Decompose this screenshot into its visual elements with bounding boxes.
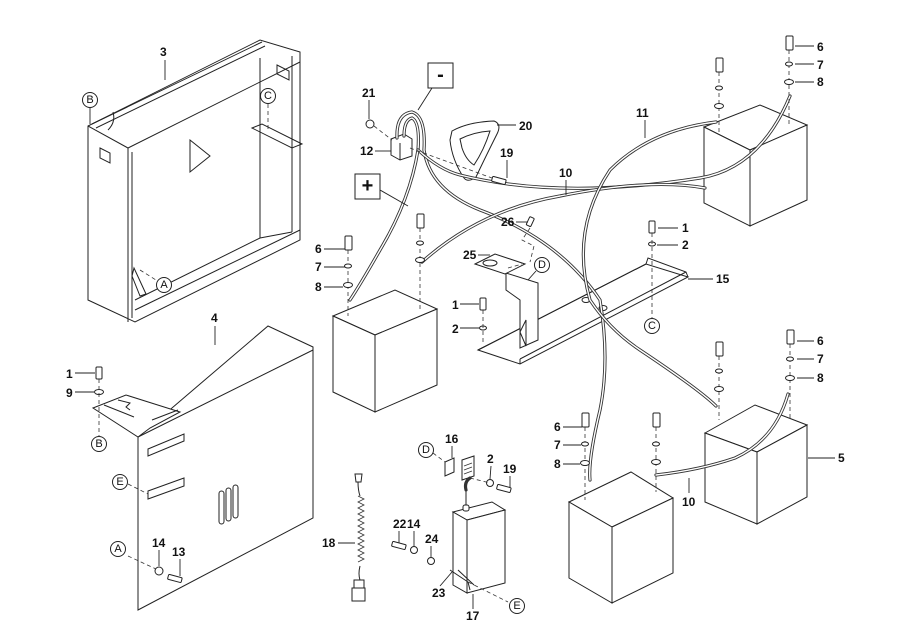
battery-bottom-right bbox=[703, 404, 809, 525]
callout-14: 14 bbox=[152, 536, 166, 550]
callout-6: 6 bbox=[554, 420, 561, 434]
callout-11: 11 bbox=[636, 106, 649, 120]
cables bbox=[348, 94, 792, 492]
svg-text:+: + bbox=[362, 175, 374, 197]
callout-6: 6 bbox=[315, 242, 322, 256]
callout-1: 1 bbox=[452, 298, 459, 312]
svg-text:D: D bbox=[422, 444, 430, 456]
svg-text:B: B bbox=[86, 94, 93, 106]
battery-bottom-center bbox=[567, 471, 675, 604]
callout-18: 18 bbox=[322, 536, 336, 550]
callout-19: 19 bbox=[500, 146, 514, 160]
battery-left bbox=[331, 289, 439, 413]
ref-marker-a: A bbox=[156, 277, 172, 293]
callout-2: 2 bbox=[487, 452, 494, 466]
ref-marker-d: D bbox=[527, 257, 550, 281]
negative-terminal-label: - bbox=[417, 62, 454, 111]
callout-17: 17 bbox=[466, 609, 480, 623]
side-cover-panel bbox=[91, 325, 314, 611]
charger-box bbox=[449, 490, 507, 594]
svg-text:A: A bbox=[114, 543, 122, 555]
callout-13: 13 bbox=[172, 545, 186, 559]
ref-marker-c: C bbox=[644, 318, 660, 334]
callout-5: 5 bbox=[838, 451, 845, 465]
ref-marker-e: E bbox=[112, 474, 128, 490]
ref-marker-a: A bbox=[110, 541, 126, 557]
svg-text:A: A bbox=[160, 279, 168, 291]
callout-7: 7 bbox=[315, 260, 322, 274]
positive-terminal-label: + bbox=[354, 173, 409, 207]
svg-text:D: D bbox=[538, 259, 546, 271]
callout-7: 7 bbox=[554, 438, 561, 452]
ref-marker-b: B bbox=[91, 436, 107, 452]
callout-12: 12 bbox=[360, 144, 374, 158]
enclosure-frame bbox=[87, 39, 304, 323]
callout-14: 14 bbox=[407, 517, 421, 531]
coiled-power-cord bbox=[351, 473, 366, 602]
callout-8: 8 bbox=[315, 280, 322, 294]
svg-text:C: C bbox=[648, 320, 656, 332]
callout-16: 16 bbox=[445, 432, 459, 446]
charger-plug bbox=[444, 455, 475, 481]
callout-24: 24 bbox=[425, 532, 439, 546]
callout-22: 22 bbox=[393, 517, 407, 531]
callout-3: 3 bbox=[160, 45, 167, 59]
battery-top-right bbox=[702, 104, 809, 227]
svg-text:B: B bbox=[95, 438, 102, 450]
reference-markers: B C A D C B E A bbox=[82, 88, 660, 614]
callout-6: 6 bbox=[817, 40, 824, 54]
svg-text:C: C bbox=[264, 90, 272, 102]
callout-2: 2 bbox=[682, 238, 689, 252]
callout-10: 10 bbox=[682, 495, 696, 509]
callout-25: 25 bbox=[463, 248, 477, 262]
callout-21: 21 bbox=[362, 86, 376, 100]
callout-8: 8 bbox=[817, 75, 824, 89]
connector-handle bbox=[449, 120, 500, 181]
svg-text:-: - bbox=[437, 64, 444, 86]
ref-marker-b: B bbox=[82, 92, 98, 124]
callout-2: 2 bbox=[452, 322, 459, 336]
svg-text:E: E bbox=[513, 600, 520, 612]
part-callouts: 3 4 5 6 7 8 6 7 8 6 7 8 6 7 8 1 2 1 bbox=[66, 40, 845, 623]
battery-connector bbox=[390, 133, 413, 161]
callout-10: 10 bbox=[559, 166, 573, 180]
callout-8: 8 bbox=[817, 371, 824, 385]
callout-9: 9 bbox=[66, 386, 73, 400]
callout-7: 7 bbox=[817, 58, 824, 72]
callout-4: 4 bbox=[211, 311, 218, 325]
callout-19: 19 bbox=[503, 462, 517, 476]
callout-1: 1 bbox=[682, 221, 689, 235]
callout-1: 1 bbox=[66, 367, 73, 381]
ref-marker-c: C bbox=[260, 88, 276, 130]
callout-20: 20 bbox=[519, 119, 533, 133]
callout-7: 7 bbox=[817, 352, 824, 366]
callout-23: 23 bbox=[432, 586, 446, 600]
callout-8: 8 bbox=[554, 457, 561, 471]
ref-marker-d: D bbox=[418, 442, 434, 458]
callout-15: 15 bbox=[716, 272, 730, 286]
callout-26: 26 bbox=[501, 215, 515, 229]
svg-text:E: E bbox=[116, 476, 123, 488]
bolt-stacks bbox=[94, 35, 795, 603]
callout-6: 6 bbox=[817, 334, 824, 348]
battery-tray-bracket bbox=[473, 253, 690, 365]
ref-marker-e: E bbox=[509, 598, 525, 614]
